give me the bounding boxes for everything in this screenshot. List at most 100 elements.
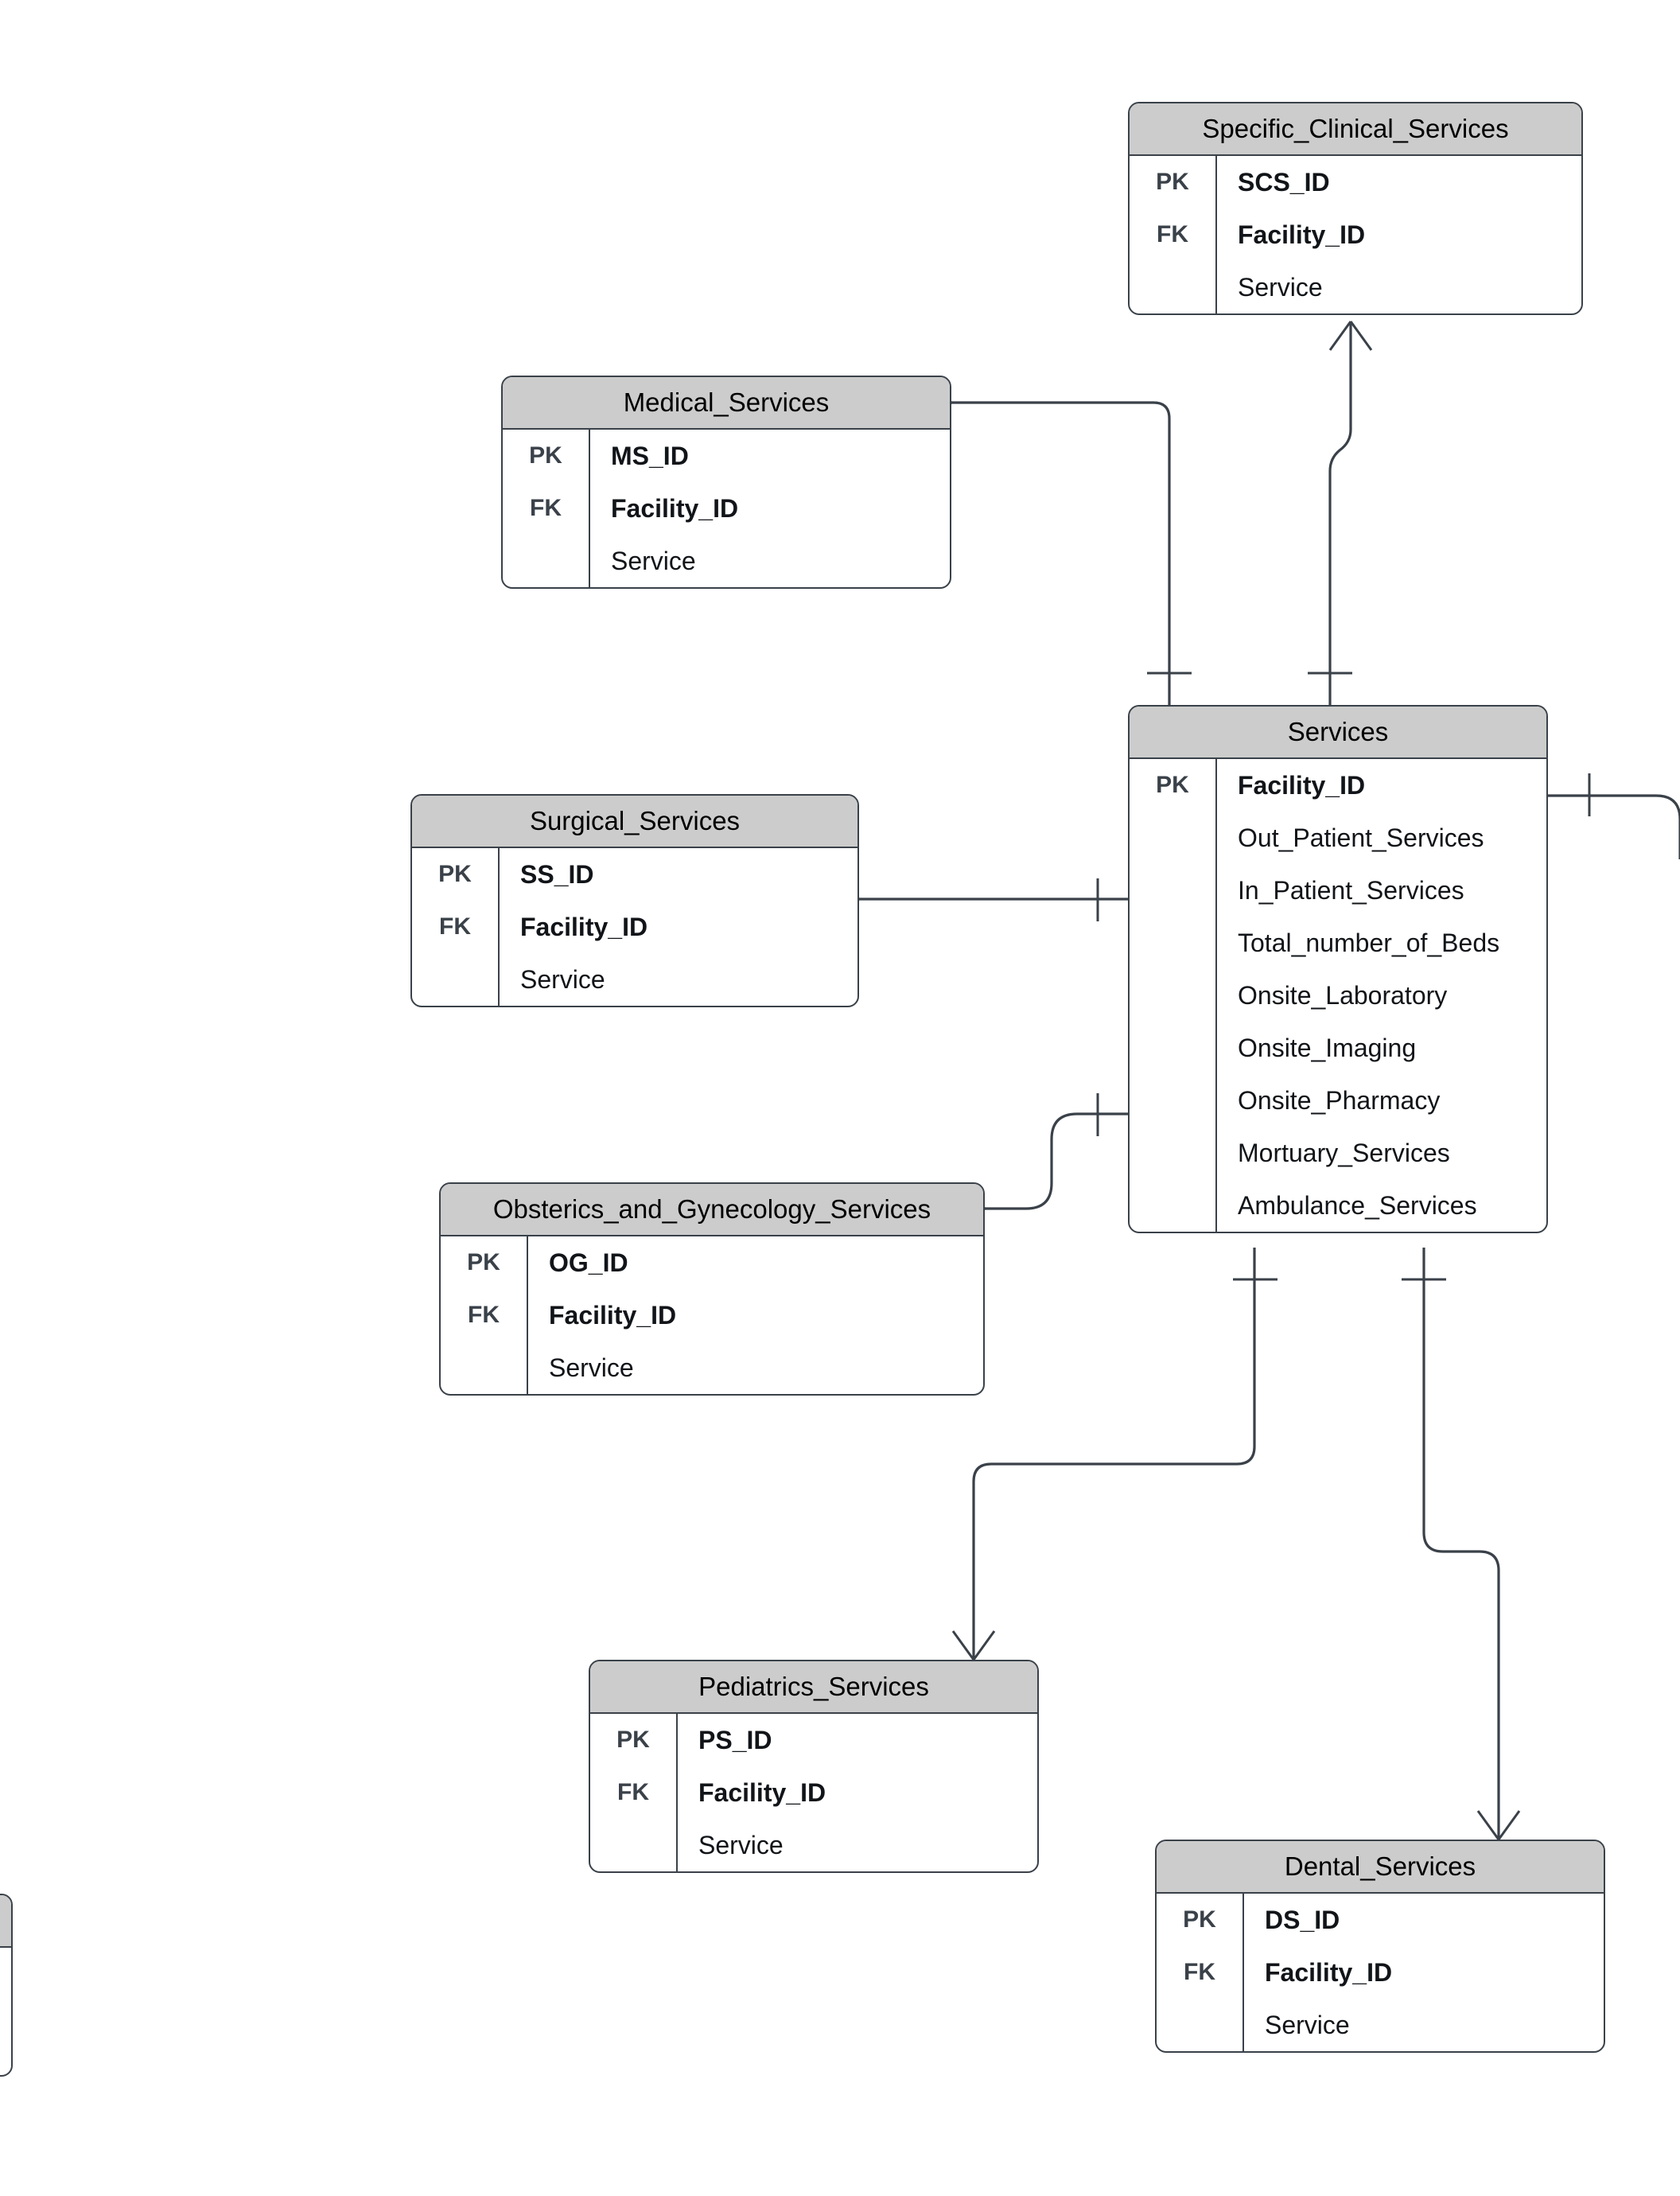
attribute-key-label: FK (468, 1302, 500, 1328)
entity-title-services: Services (1130, 707, 1546, 759)
entity-attributes-dental_services: PK DS_ID FK Facility_ID Service (1157, 1894, 1604, 2051)
attribute-name: Service (611, 546, 696, 575)
attribute-key-label: PK (467, 1249, 500, 1275)
entity-title-surgical_services: Surgical_Services (412, 796, 858, 848)
attribute-row[interactable]: Service (441, 1341, 983, 1394)
attribute-name: Facility_ID (1238, 220, 1366, 249)
attribute-key-label: PK (438, 861, 472, 887)
attribute-row[interactable]: PK SCS_ID (1130, 156, 1581, 208)
attribute-row[interactable]: FK Facility_ID (412, 901, 858, 953)
attribute-name: Facility_ID (1238, 770, 1366, 800)
attribute-row[interactable]: FK Facility_ID (590, 1766, 1037, 1819)
attribute-row[interactable]: Service (1157, 1999, 1604, 2051)
attribute-name: Onsite_Pharmacy (1238, 1085, 1441, 1115)
attribute-key-label: PK (1156, 169, 1189, 195)
offscreen-entity-header (0, 1895, 11, 1948)
attribute-name: MS_ID (611, 441, 689, 470)
attribute-name: SCS_ID (1238, 167, 1330, 197)
column-divider (1215, 156, 1217, 313)
attribute-name: Service (520, 964, 605, 994)
attribute-name: OG_ID (549, 1248, 628, 1277)
attribute-row[interactable]: PK DS_ID (1157, 1894, 1604, 1946)
attribute-key-label: PK (529, 442, 562, 469)
connector-services-to-offscreen-right (1548, 773, 1680, 859)
attribute-name: Service (549, 1353, 634, 1382)
attribute-row[interactable]: Service (1130, 261, 1581, 313)
attribute-row[interactable]: PK MS_ID (503, 430, 950, 482)
attribute-row[interactable]: Service (590, 1819, 1037, 1871)
column-divider (498, 848, 500, 1006)
attribute-row[interactable]: Mortuary_Services (1130, 1127, 1546, 1179)
attribute-name: Facility_ID (1265, 1957, 1393, 1987)
entity-title-pediatrics_services: Pediatrics_Services (590, 1661, 1037, 1714)
attribute-name: In_Patient_Services (1238, 875, 1464, 905)
attribute-row[interactable]: FK Facility_ID (1157, 1946, 1604, 1999)
attribute-name: Onsite_Laboratory (1238, 980, 1448, 1010)
entity-title-obsterics_and_gynecology_services: Obsterics_and_Gynecology_Services (441, 1184, 983, 1236)
attribute-row[interactable]: In_Patient_Services (1130, 864, 1546, 917)
attribute-row[interactable]: Out_Patient_Services (1130, 812, 1546, 864)
attribute-row[interactable]: FK Facility_ID (1130, 208, 1581, 261)
attribute-name: Mortuary_Services (1238, 1138, 1450, 1167)
connector-obgyn-services-to-services (962, 1093, 1128, 1231)
entity-attributes-surgical_services: PK SS_ID FK Facility_ID Service (412, 848, 858, 1006)
connector-services-to-dental-services (1402, 1248, 1521, 1840)
attribute-row[interactable]: Service (412, 953, 858, 1006)
attribute-name: Total_number_of_Beds (1238, 928, 1500, 957)
attribute-key-label: FK (1184, 1959, 1215, 1985)
column-divider (527, 1236, 528, 1394)
attribute-name: Onsite_Imaging (1238, 1033, 1417, 1062)
attribute-name: Service (698, 1830, 784, 1859)
entity-attributes-obsterics_and_gynecology_services: PK OG_ID FK Facility_ID Service (441, 1236, 983, 1394)
attribute-row[interactable]: PK Facility_ID (1130, 759, 1546, 812)
connector-specific-clinical-services-to-services (1308, 321, 1373, 705)
attribute-key-label: FK (617, 1779, 649, 1805)
attribute-row[interactable]: Ambulance_Services (1130, 1179, 1546, 1232)
attribute-key-label: PK (1183, 1906, 1216, 1933)
attribute-row[interactable]: Onsite_Imaging (1130, 1022, 1546, 1074)
attribute-row[interactable]: Onsite_Laboratory (1130, 969, 1546, 1022)
attribute-name: Service (1265, 2010, 1350, 2039)
attribute-name: SS_ID (520, 859, 594, 889)
entity-title-medical_services: Medical_Services (503, 377, 950, 430)
attribute-row[interactable]: Service (503, 535, 950, 587)
attribute-key-label: PK (1156, 772, 1189, 798)
attribute-name: Facility_ID (520, 912, 648, 941)
attribute-row[interactable]: FK Facility_ID (441, 1289, 983, 1341)
column-divider (589, 430, 590, 587)
column-divider (1215, 759, 1217, 1232)
connector-medical-services-to-services (929, 379, 1192, 705)
attribute-name: DS_ID (1265, 1905, 1340, 1934)
attribute-row[interactable]: Onsite_Pharmacy (1130, 1074, 1546, 1127)
attribute-name: Facility_ID (611, 493, 739, 523)
attribute-row[interactable]: Total_number_of_Beds (1130, 917, 1546, 969)
entity-title-dental_services: Dental_Services (1157, 1841, 1604, 1894)
attribute-key-label: PK (616, 1727, 650, 1753)
entity-title-specific_clinical_services: Specific_Clinical_Services (1130, 103, 1581, 156)
attribute-row[interactable]: PK OG_ID (441, 1236, 983, 1289)
attribute-name: Ambulance_Services (1238, 1190, 1477, 1220)
attribute-key-label: FK (439, 913, 471, 940)
attribute-row[interactable]: PK SS_ID (412, 848, 858, 901)
attribute-name: Facility_ID (549, 1300, 677, 1330)
entity-attributes-specific_clinical_services: PK SCS_ID FK Facility_ID Service (1130, 156, 1581, 313)
offscreen-entity-left[interactable] (0, 1894, 13, 2077)
attribute-name: Service (1238, 272, 1323, 302)
attribute-name: Facility_ID (698, 1777, 826, 1807)
connector-surgical-services-to-services (837, 877, 1128, 921)
attribute-key-label: FK (1157, 221, 1188, 247)
connector-services-to-pediatrics-services (951, 1248, 1278, 1661)
